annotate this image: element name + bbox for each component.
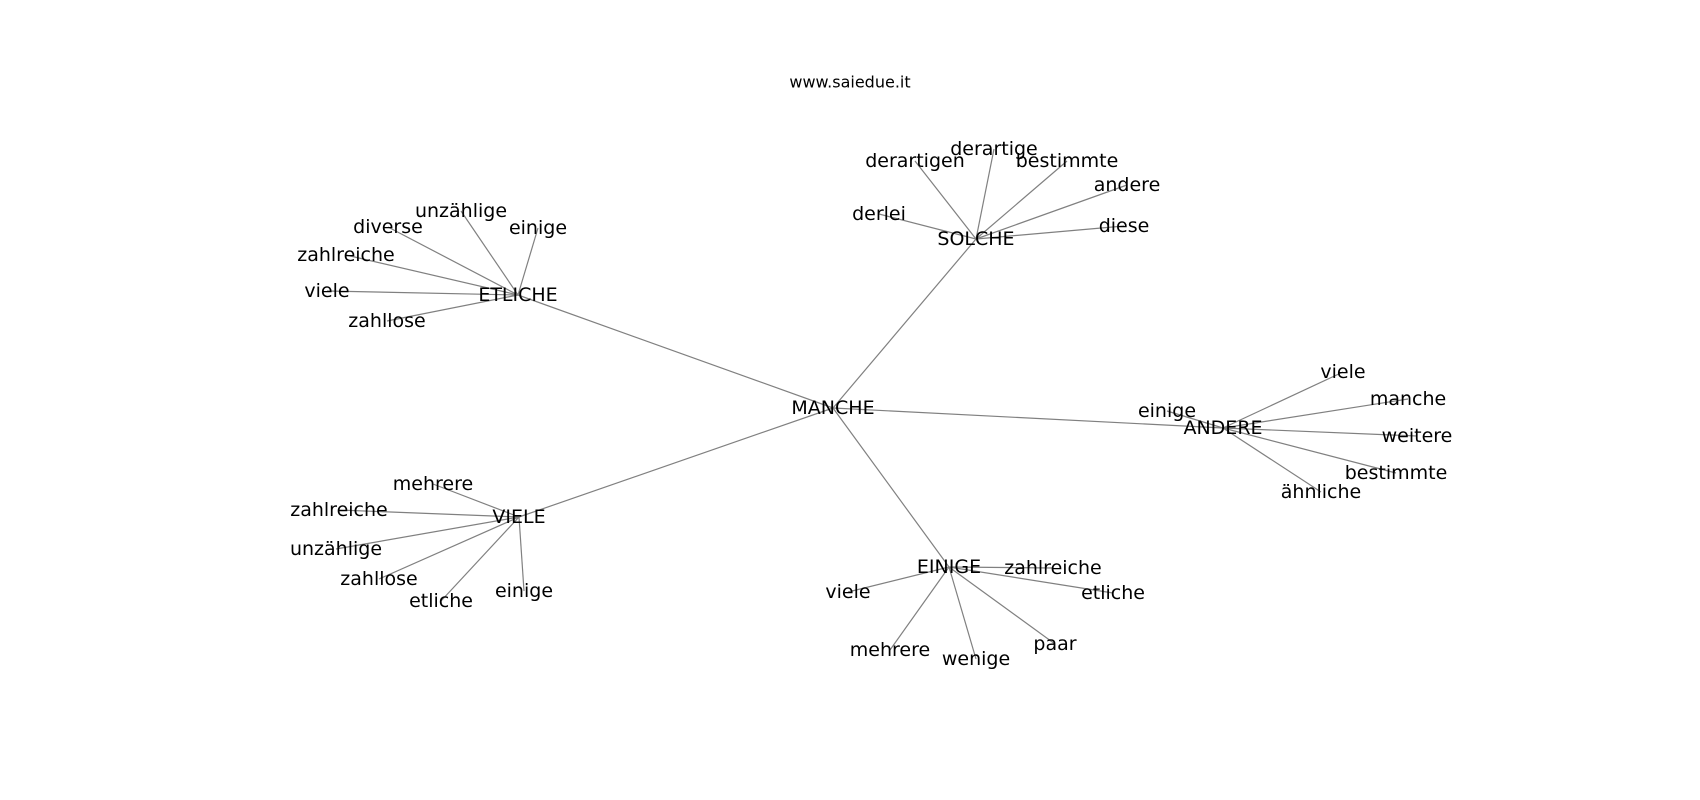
edge-root-solche	[832, 238, 977, 409]
leaf-node-label: weitere	[1382, 425, 1453, 447]
leaf-node-label: etliche	[1081, 582, 1145, 604]
edge-solche-leaf	[975, 184, 1128, 240]
edge-etliche-leaf	[387, 226, 519, 296]
leaf-node-label: mehrere	[393, 473, 473, 495]
leaf-node-label: viele	[304, 280, 349, 302]
edge-etliche-leaf	[517, 227, 539, 296]
edge-solche-leaf	[975, 148, 995, 240]
leaf-node-label: wenige	[942, 648, 1010, 670]
leaf-node-label: einige	[1138, 400, 1196, 422]
edge-andere-leaf	[1222, 371, 1344, 429]
edge-root-einige	[832, 407, 950, 568]
hub-node-label-einige: EINIGE	[917, 556, 981, 578]
edge-viele-leaf	[335, 516, 520, 550]
edge-andere-leaf	[1222, 427, 1322, 493]
graph-edges	[326, 148, 1418, 660]
leaf-node-label: ähnliche	[1281, 481, 1361, 503]
leaf-node-label: bestimmte	[1016, 150, 1119, 172]
leaf-node-label: paar	[1033, 633, 1076, 655]
edge-solche-leaf	[914, 160, 977, 240]
edge-viele-leaf	[518, 516, 525, 592]
edge-solche-leaf	[878, 213, 977, 240]
hub-node-label-viele: VIELE	[492, 506, 545, 528]
leaf-node-label: einige	[509, 217, 567, 239]
edge-etliche-leaf	[326, 290, 519, 296]
leaf-node-label: andere	[1094, 174, 1161, 196]
leaf-node-label: zahlreiche	[297, 244, 394, 266]
leaf-node-label: zahlreiche	[1004, 557, 1101, 579]
edge-viele-leaf	[432, 483, 520, 518]
leaf-node-label: derlei	[852, 203, 906, 225]
site-caption: www.saiedue.it	[789, 73, 910, 92]
edge-andere-leaf	[1166, 410, 1224, 429]
edge-etliche-leaf	[386, 294, 519, 322]
edge-andere-leaf	[1222, 427, 1397, 474]
edge-viele-leaf	[440, 516, 520, 602]
graph-labels: MANCHESOLCHEderartigenderartigebestimmte…	[290, 138, 1452, 670]
leaf-node-label: derartigen	[865, 150, 965, 172]
edge-etliche-leaf	[460, 210, 519, 296]
edge-solche-leaf	[975, 160, 1068, 240]
edge-einige-leaf	[948, 566, 977, 660]
edge-root-etliche	[517, 294, 834, 409]
leaf-node-label: manche	[1370, 388, 1446, 410]
hub-node-label-etliche: ETLICHE	[478, 284, 557, 306]
leaf-node-label: zahlreiche	[290, 499, 387, 521]
leaf-node-label: diverse	[353, 216, 423, 238]
leaf-node-label: derartige	[950, 138, 1038, 160]
edge-etliche-leaf	[345, 254, 519, 296]
leaf-node-label: etliche	[409, 590, 473, 612]
edge-einige-leaf	[948, 566, 1054, 569]
edge-viele-leaf	[338, 509, 520, 518]
leaf-node-label: viele	[1320, 361, 1365, 383]
leaf-node-label: viele	[825, 581, 870, 603]
leaf-node-label: diese	[1099, 215, 1150, 237]
edge-einige-leaf	[948, 566, 1114, 594]
edge-einige-leaf	[948, 566, 1056, 645]
leaf-node-label: unzählige	[415, 200, 507, 222]
edge-andere-leaf	[1222, 427, 1418, 437]
edge-viele-leaf	[378, 516, 520, 580]
edge-einige-leaf	[889, 566, 950, 651]
hub-node-label-solche: SOLCHE	[937, 228, 1014, 250]
leaf-node-label: mehrere	[850, 639, 930, 661]
leaf-node-label: zahllose	[340, 568, 417, 590]
root-node-label: MANCHE	[791, 397, 874, 419]
hub-node-label-andere: ANDERE	[1183, 417, 1262, 439]
edge-andere-leaf	[1222, 398, 1409, 429]
leaf-node-label: zahllose	[348, 310, 425, 332]
leaf-node-label: unzählige	[290, 538, 382, 560]
edge-root-andere	[832, 407, 1224, 429]
edge-einige-leaf	[847, 566, 950, 593]
leaf-node-label: einige	[495, 580, 553, 602]
edge-solche-leaf	[975, 225, 1125, 240]
leaf-node-label: bestimmte	[1345, 462, 1448, 484]
edge-root-viele	[518, 407, 834, 518]
